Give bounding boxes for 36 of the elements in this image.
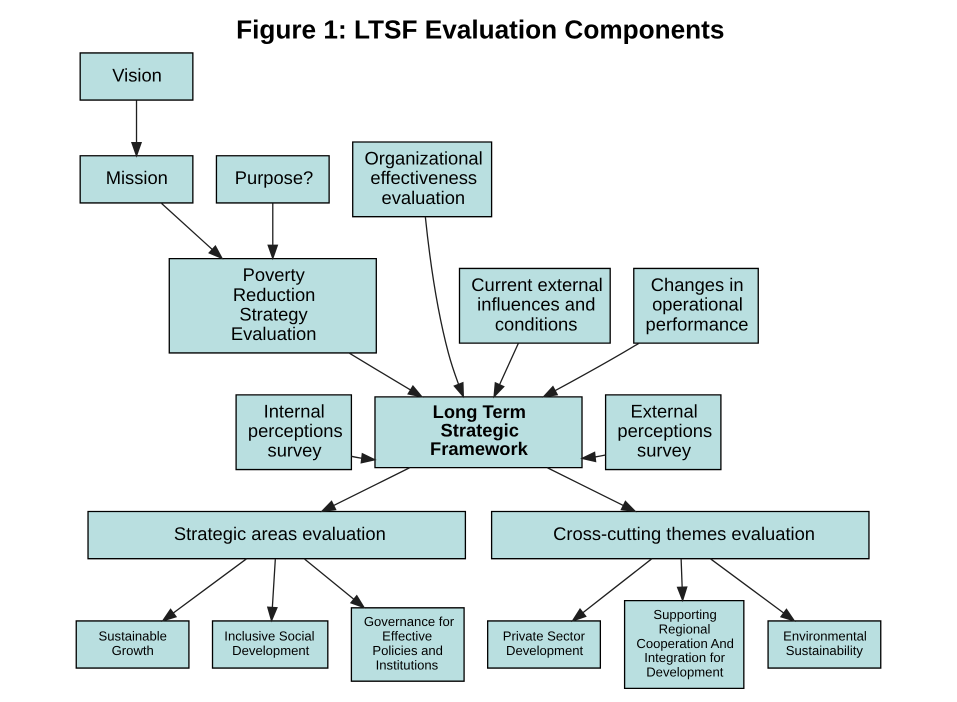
node-box: Purpose? — [216, 155, 330, 204]
node-box: Organizational effectiveness evaluation — [352, 141, 492, 218]
node-box: Long Term Strategic Framework — [374, 396, 583, 468]
arrow — [676, 559, 688, 602]
node-box: External perceptions survey — [604, 394, 722, 470]
arrow — [304, 558, 366, 609]
arrow — [131, 100, 142, 158]
arrow — [710, 558, 796, 622]
node-box: Governance for Effective Policies and Institutions — [350, 607, 465, 682]
arrow — [580, 451, 606, 462]
node-box: Private Sector Development — [487, 620, 601, 669]
node-box: Environmental Sustainability — [767, 620, 882, 669]
arrow — [547, 467, 637, 512]
arrow — [320, 467, 410, 512]
arrow — [542, 342, 640, 398]
node-box: Supporting Regional Cooperation And Integration for Development — [624, 600, 744, 690]
arrow — [570, 558, 652, 622]
node-box: Inclusive Social Development — [212, 620, 328, 669]
node-box: Poverty Reduction Strategy Evaluation — [168, 258, 377, 354]
node-box: Cross-cutting themes evaluation — [490, 510, 870, 560]
node-box: Current external influences and conditions — [458, 268, 611, 344]
node-box: Vision — [80, 52, 194, 101]
arrow — [351, 452, 377, 464]
node-box: Sustainable Growth — [76, 620, 190, 669]
arrow — [424, 216, 464, 398]
arrow — [267, 203, 278, 260]
arrow — [493, 342, 519, 398]
arrow — [349, 352, 424, 398]
arrow — [161, 558, 247, 622]
arrow — [266, 559, 278, 623]
arrow — [161, 202, 224, 260]
diagram-title: Figure 1: LTSF Evaluation Components — [236, 14, 724, 44]
node-box: Changes in operational performance — [633, 268, 759, 344]
node-box: Mission — [80, 155, 194, 204]
node-box: Internal perceptions survey — [235, 394, 352, 470]
node-box: Strategic areas evaluation — [87, 510, 466, 560]
